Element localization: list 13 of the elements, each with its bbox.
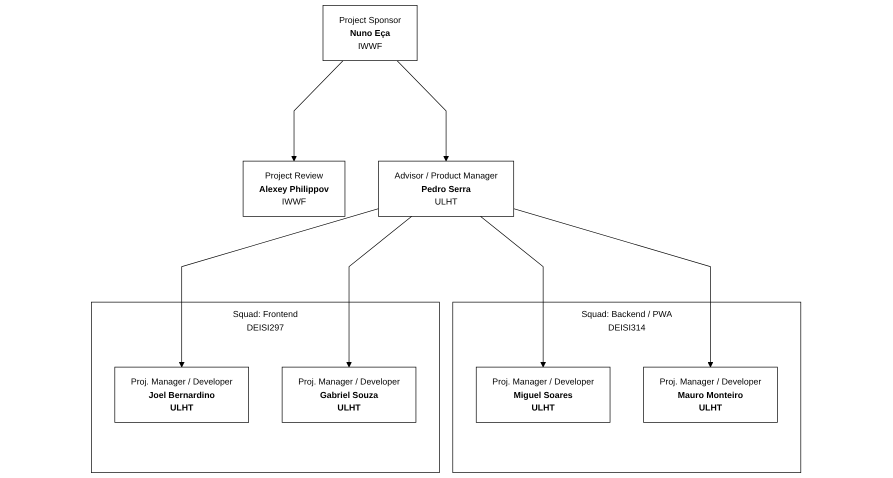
node-box: Proj. Manager / Developer Joel Bernardino ULHT [114,366,250,423]
node-box: Proj. Manager / Developer Mauro Monteiro ULHT [644,366,778,423]
node-box: Project Sponsor Nuno Eça IWWF [323,5,418,61]
arrow [179,208,380,368]
node-box: Proj. Manager / Developer Gabriel Souza ULHT [282,366,417,423]
arrow [292,60,344,162]
node-box: Proj. Manager / Developer Miguel Soares ULHT [476,366,611,423]
node-box: Advisor / Product Manager Pedro Serra ULHT [378,160,514,217]
arrow [346,216,412,368]
arrow [514,208,714,368]
node-box: Project Review Alexey Philippov IWWF [243,160,346,217]
arrow [397,60,450,162]
arrow [480,216,546,368]
